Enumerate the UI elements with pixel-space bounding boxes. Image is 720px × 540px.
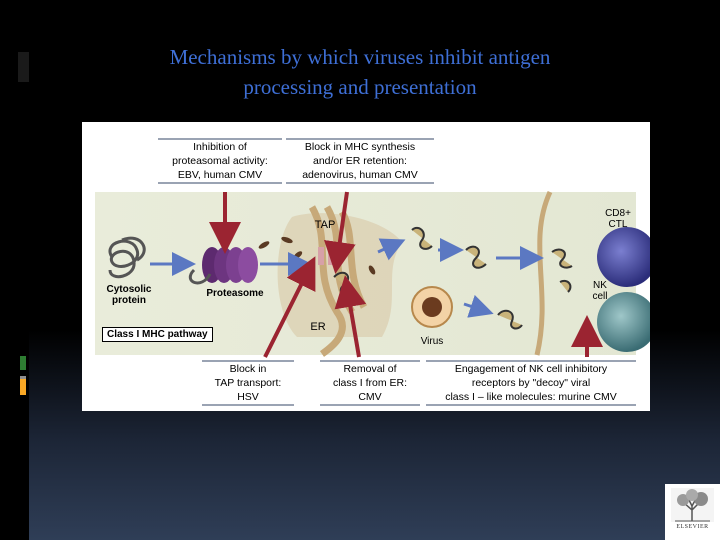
left-strip xyxy=(0,0,29,540)
label-er: ER xyxy=(310,321,326,333)
box-text: class I – like molecules: murine CMV xyxy=(445,391,617,403)
label-cytosolic-protein: Cytosolic protein xyxy=(104,284,154,306)
accent-bar-yellow xyxy=(20,379,26,395)
proteasome-icon xyxy=(202,247,258,283)
box-text: Inhibition of xyxy=(193,141,247,153)
label-cd8-ctl: CD8+ CTL xyxy=(598,208,638,230)
flow-arrows xyxy=(150,238,544,318)
box-tap-transport-block: Block in TAP transport: HSV xyxy=(202,360,294,406)
label-text: CTL xyxy=(608,219,628,230)
box-text: HSV xyxy=(237,391,259,403)
box-text: CMV xyxy=(358,391,382,403)
box-text: Removal of xyxy=(343,363,397,375)
title-line-1: Mechanisms by which viruses inhibit anti… xyxy=(169,45,551,69)
label-text: protein xyxy=(112,295,146,306)
label-virus: Virus xyxy=(420,336,444,347)
box-text: proteasomal activity: xyxy=(172,155,268,167)
accent-bar-green xyxy=(20,356,26,370)
box-nk-receptor-engagement: Engagement of NK cell inhibitory recepto… xyxy=(426,360,636,406)
label-proteasome: Proteasome xyxy=(206,288,264,299)
label-text: Cytosolic xyxy=(106,284,152,295)
box-text: class I from ER: xyxy=(332,377,408,389)
decoy-class-i-molecule xyxy=(497,309,523,330)
box-mhc-synthesis-block: Block in MHC synthesis and/or ER retenti… xyxy=(286,138,434,184)
box-text: receptors by "decoy" viral xyxy=(471,377,591,389)
nk-cell-icon xyxy=(597,292,650,352)
box-text: TAP transport: xyxy=(214,377,282,389)
label-text: cell xyxy=(592,291,608,302)
title-line-2: processing and presentation xyxy=(243,75,477,99)
mhc-class-i-molecules xyxy=(333,226,573,296)
slide-marker-black xyxy=(18,52,30,82)
box-text: and/or ER retention: xyxy=(313,155,407,167)
label-nk-cell: NK cell xyxy=(586,280,614,302)
cytosolic-protein-icon xyxy=(108,236,146,279)
label-text: NK xyxy=(593,280,607,291)
tree-logo-icon xyxy=(671,488,714,522)
box-text: Engagement of NK cell inhibitory xyxy=(454,363,608,375)
slide-title: Mechanisms by which viruses inhibit anti… xyxy=(100,42,620,102)
box-text: Block in xyxy=(229,363,267,375)
mhc-pathway-figure: Inhibition of proteasomal activity: EBV,… xyxy=(82,122,650,411)
label-text: CD8+ xyxy=(605,208,631,219)
box-text: EBV, human CMV xyxy=(177,169,263,181)
box-text: adenovirus, human CMV xyxy=(302,169,418,181)
label-tap: TAP xyxy=(314,219,336,231)
inhibition-arrows xyxy=(209,191,603,358)
pathway-label: Class I MHC pathway xyxy=(102,327,213,342)
publisher-logo: ELSEVIER xyxy=(665,484,720,540)
box-class-i-removal: Removal of class I from ER: CMV xyxy=(320,360,420,406)
box-text: Block in MHC synthesis xyxy=(304,141,416,153)
virus-icon xyxy=(411,286,453,328)
box-proteasome-inhibition: Inhibition of proteasomal activity: EBV,… xyxy=(158,138,282,184)
logo-wordmark: ELSEVIER xyxy=(676,524,709,530)
cd8-ctl-cell-icon xyxy=(597,227,650,287)
